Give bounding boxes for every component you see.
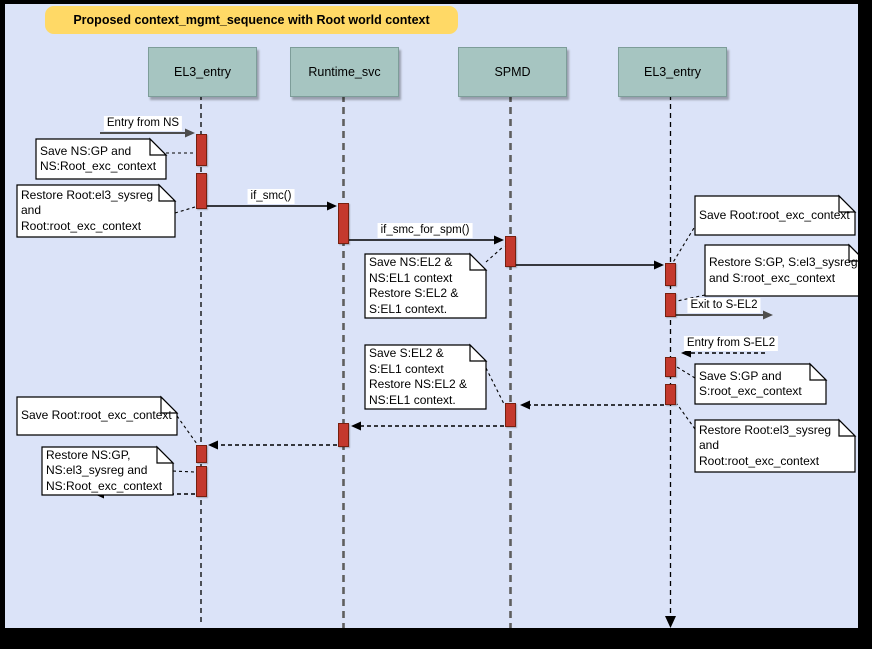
- note-save-root-right: [694, 195, 856, 236]
- note-line: S:EL1 context.: [369, 301, 448, 316]
- activation-runtime-svc-2: [338, 423, 349, 447]
- note-fold-icon: [149, 137, 168, 156]
- message-label-if-smc: if_smc(): [247, 189, 295, 204]
- note-fold-icon: [160, 395, 179, 414]
- note-fold-icon: [848, 243, 858, 262]
- message-arrowhead-exit-to-s-el2: [763, 310, 773, 320]
- message-arrowhead-if-smc-for-spm: [494, 235, 504, 245]
- note-connector-restore-root-top: [174, 206, 196, 214]
- activation-el3-entry-right-2: [665, 293, 676, 317]
- message-arrowhead-entry-from-ns: [185, 128, 195, 138]
- note-fold-icon: [158, 183, 177, 202]
- activation-el3-entry-left-2: [195, 173, 207, 209]
- lifeline-end-arrow-icon: [665, 616, 676, 628]
- note-fold-icon: [156, 445, 175, 464]
- note-connector-save-root-left: [176, 415, 198, 445]
- note-connector-save-root-right: [671, 222, 698, 265]
- activation-el3-entry-left-3: [195, 445, 207, 463]
- note-line: and S:root_exc_context: [709, 270, 836, 285]
- note-line: Save S:EL2 &: [369, 346, 444, 360]
- diagram-canvas: Proposed context_mgmt_sequence with Root…: [5, 4, 858, 628]
- note-save-root-left: [16, 396, 178, 436]
- note-restore-root-top: [16, 184, 176, 238]
- note-connector-save-ns-el2: [485, 245, 505, 263]
- note-connector-save-s-el2: [485, 367, 505, 405]
- note-line: Restore NS:GP,: [46, 447, 131, 462]
- activation-runtime-svc-1: [338, 203, 349, 244]
- message-arrowhead-return-runtime-to-el3: [208, 440, 218, 450]
- note-line: NS:EL1 context.: [369, 392, 456, 407]
- note-save-s-el2: [364, 344, 487, 410]
- note-line: NS:Root_exc_context: [46, 478, 163, 493]
- actor-el3-entry-right: EL3_entry: [618, 47, 727, 97]
- message-arrowhead-if-smc: [327, 201, 337, 211]
- activation-spmd-1: [505, 236, 516, 267]
- note-line: Save Root:root_exc_context: [21, 408, 172, 423]
- diagram-lines-layer: [16, 95, 858, 628]
- activation-el3-entry-right-4: [665, 384, 676, 405]
- note-line: Save Root:root_exc_context: [699, 207, 850, 222]
- note-save-ns-gp: [35, 138, 167, 180]
- note-line: Root:root_exc_context: [699, 453, 820, 468]
- note-line: Save S:GP and: [699, 368, 782, 383]
- note-restore-root-mid: [694, 419, 856, 473]
- note-connector-restore-ns-gp: [172, 470, 195, 473]
- note-connector-restore-root-mid: [676, 403, 696, 430]
- note-line: Save NS:EL2 &: [369, 255, 453, 269]
- note-restore-ns-gp: [41, 446, 174, 496]
- diagram-title: Proposed context_mgmt_sequence with Root…: [45, 6, 458, 34]
- note-line: Restore S:GP, S:el3_sysreg: [709, 255, 858, 269]
- note-save-s-gp: [694, 363, 827, 405]
- message-label-exit-to-s-el2: Exit to S-EL2: [687, 298, 761, 313]
- note-text-save-root-right: Save Root:root_exc_context: [695, 196, 855, 235]
- message-arrowhead-return-el3-to-spmd: [520, 400, 530, 410]
- actor-el3-entry-left: EL3_entry: [148, 47, 257, 97]
- note-line: NS:el3_sysreg and: [46, 463, 148, 478]
- activation-spmd-2: [505, 403, 516, 427]
- actor-spmd: SPMD: [458, 47, 567, 97]
- note-text-save-root-left: Save Root:root_exc_context: [17, 397, 177, 435]
- actor-runtime-svc: Runtime_svc: [290, 47, 399, 97]
- note-line: S:EL1 context: [369, 361, 444, 376]
- note-line: NS:EL1 context: [369, 270, 453, 285]
- note-line: Save NS:GP and: [40, 143, 132, 158]
- note-line: S:root_exc_context: [699, 384, 802, 398]
- note-restore-s-gp: [704, 244, 858, 297]
- note-fold-icon: [838, 194, 857, 213]
- note-line: Restore NS:EL2 &: [369, 377, 468, 391]
- message-label-entry-from-ns: Entry from NS: [103, 116, 183, 131]
- note-fold-icon: [809, 362, 828, 381]
- note-fold-icon: [469, 343, 488, 362]
- note-connector-save-s-gp: [676, 366, 696, 379]
- message-arrowhead-spmd-to-el3: [654, 260, 664, 270]
- activation-el3-entry-right-3: [665, 357, 676, 377]
- note-line: Restore S:EL2 &: [369, 286, 459, 300]
- activation-el3-entry-right-1: [665, 263, 676, 286]
- note-line: Root:root_exc_context: [21, 218, 142, 233]
- note-line: NS:Root_exc_context: [40, 159, 157, 173]
- note-fold-icon: [838, 418, 857, 437]
- message-label-entry-from-s-el2: Entry from S-EL2: [683, 336, 779, 351]
- message-arrowhead-return-spmd-to-runtime: [351, 421, 361, 431]
- note-line: Restore Root:el3_sysreg: [21, 187, 154, 202]
- note-fold-icon: [469, 252, 488, 271]
- message-label-if-smc-for-spm: if_smc_for_spm(): [377, 223, 473, 238]
- note-line: and: [699, 438, 720, 453]
- activation-el3-entry-left-4: [195, 466, 207, 497]
- note-save-ns-el2: [364, 253, 487, 319]
- note-line: Restore Root:el3_sysreg: [699, 422, 832, 437]
- activation-el3-entry-left-1: [195, 134, 207, 166]
- note-line: and: [21, 203, 42, 218]
